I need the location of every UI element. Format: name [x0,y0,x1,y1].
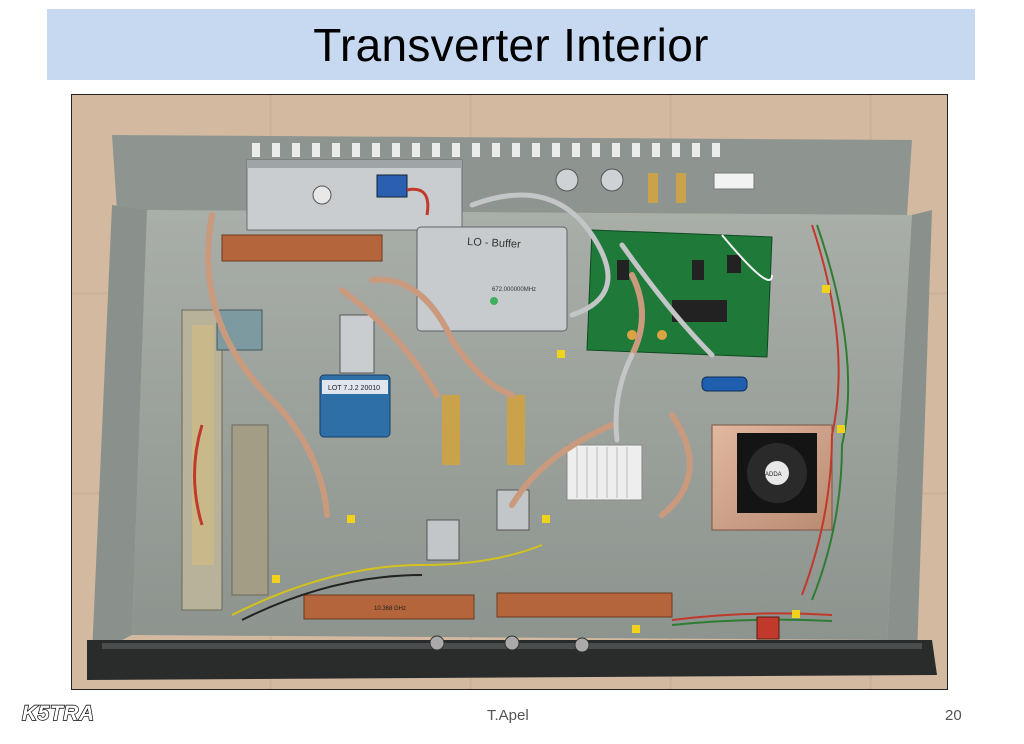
control-pcb [586,229,773,358]
lo-freq-label: 672.000000MHz [492,287,536,293]
filter-label: 10.368 GHz [374,606,406,612]
pa-heatsink [566,444,643,501]
amplifier-module [246,159,463,231]
title-banner: Transverter Interior [47,9,975,80]
copper-filter-bottom-right [496,592,673,618]
fan-label: ADDA [765,472,782,478]
copper-filter-top [221,234,383,262]
page-number: 20 [945,707,962,724]
footer-author: T.Apel [487,707,529,724]
chassis-front-flange [87,640,937,680]
transverter-interior-photo: LO - Buffer 672.000000MHz LOT 7.J.2 2001… [71,94,948,690]
relay-label: LOT 7.J.2 20010 [328,385,380,392]
slide-title: Transverter Interior [313,18,709,71]
k5tra-logo: K5TRA [21,701,95,725]
lo-buffer-box [416,226,568,332]
copper-filter-bottom-left [303,594,475,620]
lo-buffer-label: LO - Buffer [467,236,521,251]
